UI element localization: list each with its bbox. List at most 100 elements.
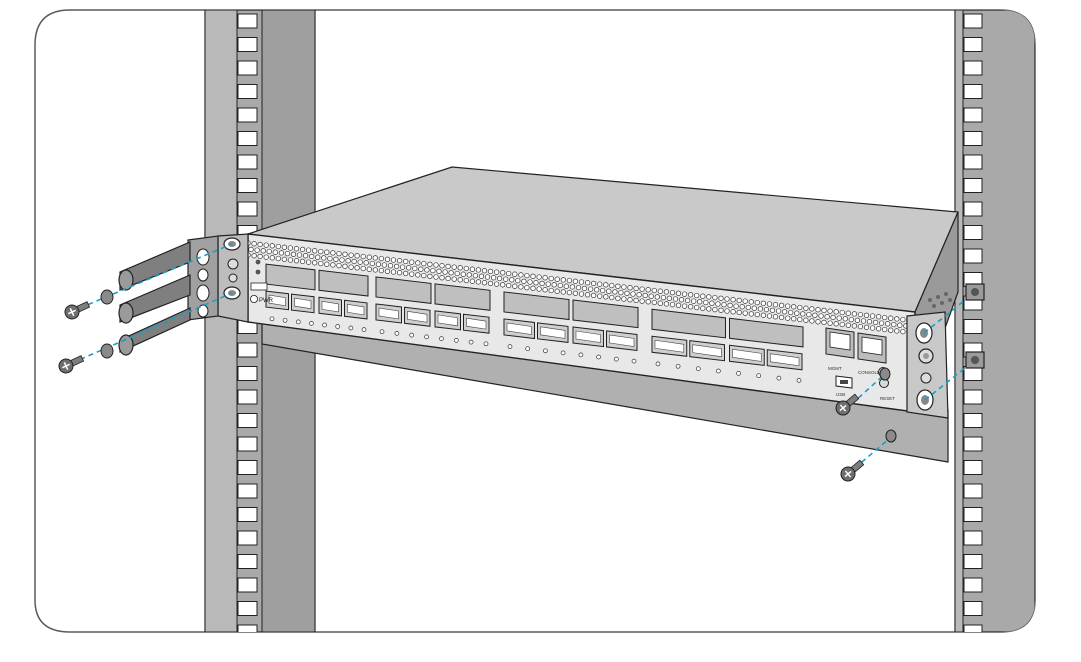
vent-hole	[621, 284, 627, 290]
vent-hole	[833, 309, 839, 315]
vent-hole	[348, 264, 354, 270]
vent-hole	[712, 306, 718, 313]
port-opening	[575, 330, 601, 343]
vent-hole	[651, 287, 657, 294]
vent-hole	[375, 261, 382, 267]
screw-slot	[844, 470, 852, 478]
vent-hole	[590, 280, 597, 287]
vent-hole	[481, 268, 488, 274]
rail-hole	[963, 84, 983, 99]
vent-hole	[530, 285, 536, 291]
vent-perforations	[245, 240, 915, 335]
rail-hole	[237, 178, 258, 193]
vent-hole	[324, 249, 330, 255]
vent-hole	[612, 289, 618, 295]
rail-hole	[237, 131, 258, 146]
vent-hole	[748, 311, 754, 317]
vent-hole	[627, 285, 633, 291]
vent-hole	[851, 323, 858, 329]
vent-hole	[587, 286, 594, 292]
vent-hole	[342, 263, 348, 269]
vent-hole	[345, 258, 351, 264]
vent-hole	[448, 270, 454, 276]
vent-hole	[597, 293, 603, 299]
vent-hole	[894, 316, 900, 322]
vent-hole	[251, 241, 257, 247]
vent-hole	[597, 281, 603, 287]
vent-hole	[396, 258, 403, 264]
rail-hole	[963, 530, 983, 546]
vent-hole	[845, 310, 851, 316]
cage-nuts	[965, 283, 985, 369]
vent-hole	[672, 296, 679, 302]
vent-hole	[257, 241, 263, 248]
vent-hole	[778, 302, 785, 309]
port-modules	[265, 263, 804, 383]
vent-hole	[466, 272, 472, 278]
rail-hole	[237, 154, 258, 170]
vent-hole	[839, 309, 845, 316]
vent-hole	[809, 318, 815, 324]
rail-hole	[963, 201, 983, 217]
vent-hole	[818, 313, 824, 319]
vent-hole	[806, 311, 812, 318]
vent-hole	[760, 312, 767, 318]
port-led	[631, 358, 637, 364]
vent-hole	[296, 252, 303, 258]
vent-hole	[769, 307, 776, 313]
vent-hole	[839, 321, 845, 328]
vent-hole	[557, 282, 563, 289]
rail-hole	[237, 554, 258, 569]
port-led	[578, 352, 584, 358]
vent-hole	[900, 316, 906, 323]
vent-hole	[894, 328, 900, 334]
right-rack-rail	[954, 10, 1035, 632]
vent-hole	[584, 280, 591, 286]
vent-hole	[581, 285, 588, 292]
screw-slot	[68, 308, 76, 316]
vent-hole	[312, 260, 318, 266]
vent-hole	[554, 276, 560, 282]
vent-hole	[299, 246, 306, 253]
port-led	[756, 373, 762, 379]
port-led	[613, 356, 619, 362]
vent-hole	[733, 303, 739, 309]
port-led	[409, 332, 415, 338]
rail-hole	[963, 554, 983, 569]
vent-hole	[493, 281, 500, 287]
vent-hole	[469, 278, 476, 284]
vent-hole	[663, 301, 670, 307]
vent-hole	[809, 306, 815, 312]
vent-hole	[642, 292, 648, 299]
vent-hole	[305, 247, 312, 253]
rail-hole	[237, 460, 258, 475]
port-led	[560, 350, 566, 356]
vent-hole	[457, 265, 463, 271]
vent-hole	[551, 282, 557, 288]
vent-hole	[399, 264, 406, 270]
vent-hole	[775, 308, 782, 314]
vent-hole	[302, 253, 309, 259]
vent-hole	[788, 309, 794, 316]
vent-hole	[463, 265, 469, 272]
vent-hole	[500, 282, 506, 288]
vent-hole	[803, 305, 809, 311]
vent-hole	[669, 301, 676, 308]
screws	[58, 301, 865, 482]
rail-hole	[237, 507, 258, 522]
vent-hole	[396, 270, 403, 276]
vent-hole	[827, 320, 833, 326]
vent-hole	[433, 274, 439, 280]
vent-hole	[336, 250, 342, 257]
vent-hole	[657, 288, 663, 294]
vent-hole	[360, 253, 366, 260]
vent-hole	[600, 287, 606, 294]
vent-hole	[684, 297, 691, 304]
vent-hole	[854, 317, 861, 323]
vent-hole	[472, 272, 479, 279]
vent-hole	[363, 260, 369, 266]
usb-label: USB	[836, 392, 845, 397]
vent-hole	[487, 280, 494, 287]
panel-screw-hole	[879, 367, 891, 381]
